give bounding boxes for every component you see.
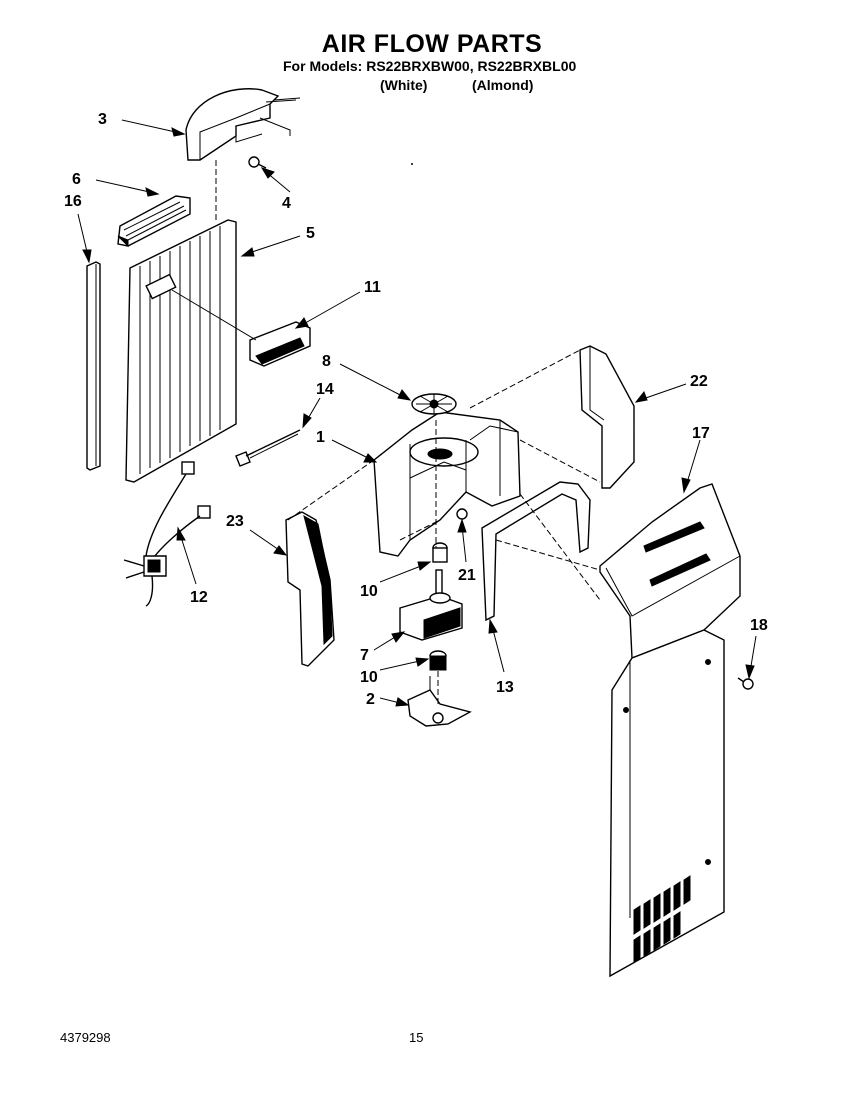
callout-5: 5 <box>306 225 315 242</box>
callout-13: 13 <box>496 679 514 696</box>
part-1-fan-housing <box>373 411 521 557</box>
callout-12: 12 <box>190 589 208 606</box>
variant-almond-label: (Almond) <box>472 77 534 93</box>
part-3-duct <box>185 88 297 161</box>
part-21-screw <box>456 508 468 520</box>
callout-16: 16 <box>64 193 82 210</box>
callout-23: 23 <box>226 513 244 530</box>
callout-7: 7 <box>360 647 369 664</box>
callout-numbers: 3 4 6 16 5 11 8 14 1 23 12 10 21 7 10 2 … <box>64 111 768 708</box>
callout-6: 6 <box>72 171 81 188</box>
part-5-panel <box>125 219 237 483</box>
callout-8: 8 <box>322 353 331 370</box>
part-4-screw <box>248 156 267 169</box>
callout-21: 21 <box>458 567 476 584</box>
part-8-fan-blade <box>411 393 457 415</box>
models-line: For Models: RS22BRXBW00, RS22BRXBL00 <box>283 58 577 74</box>
callout-1: 1 <box>316 429 325 446</box>
page-number: 15 <box>409 1030 424 1045</box>
air-tower-vents <box>633 875 691 963</box>
alignment-lines <box>215 160 601 704</box>
page-title: AIR FLOW PARTS <box>321 30 543 58</box>
variant-white-label: (White) <box>380 77 428 93</box>
callout-10-lower: 10 <box>360 669 378 686</box>
callout-14: 14 <box>316 381 334 398</box>
callout-11: 11 <box>364 279 381 296</box>
part-12-wire-harness <box>123 461 211 607</box>
callout-10-upper: 10 <box>360 583 378 600</box>
part-7-fan-motor <box>399 569 463 641</box>
speck-dot <box>411 163 413 165</box>
part-11-bracket <box>171 289 311 367</box>
callout-3: 3 <box>98 111 107 128</box>
part-10-grommet-upper <box>432 542 448 563</box>
callout-18: 18 <box>750 617 768 634</box>
part-2-motor-bracket <box>407 676 472 727</box>
callout-17: 17 <box>692 425 710 442</box>
part-22-liner-piece <box>579 345 635 489</box>
callout-22: 22 <box>690 373 708 390</box>
part-16-strip <box>86 261 101 471</box>
callout-4: 4 <box>282 195 291 212</box>
part-23-side-duct <box>285 511 335 667</box>
part-17-air-tower <box>599 483 741 978</box>
leader-lines <box>77 97 757 707</box>
callout-2: 2 <box>366 691 375 708</box>
part-13-gasket <box>481 481 591 622</box>
part-6-grille <box>117 195 191 248</box>
document-number: 4379298 <box>60 1030 111 1045</box>
part-14-rod <box>235 429 301 467</box>
part-18-screw <box>737 677 754 690</box>
